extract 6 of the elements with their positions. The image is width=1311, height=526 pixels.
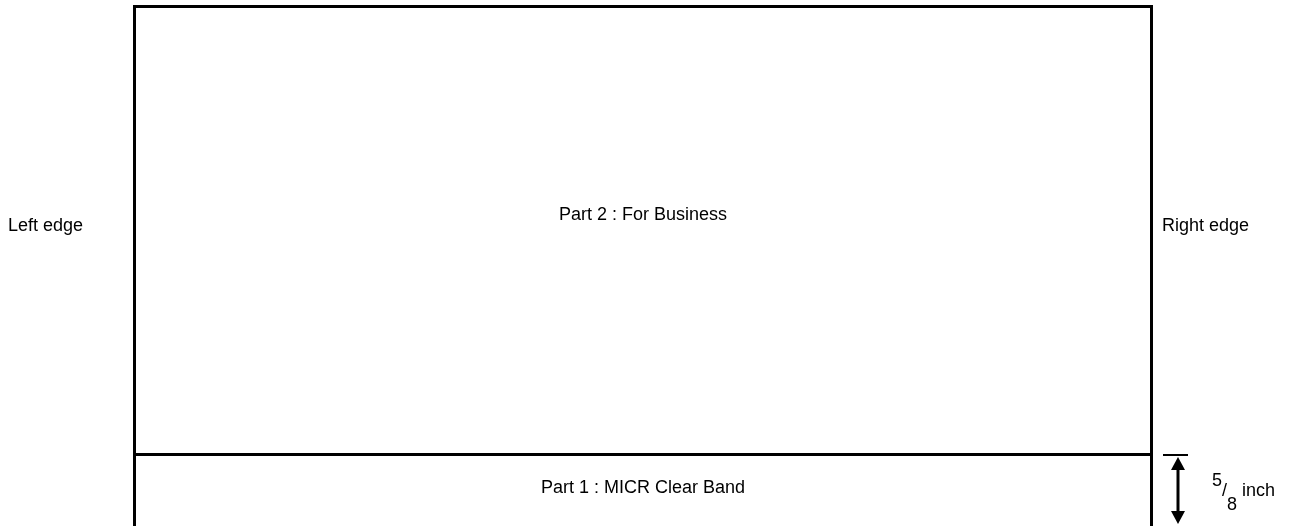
side-label: Left edge — [8, 215, 84, 236]
band-label: Part 1 : MICR Clear Band — [540, 477, 746, 498]
band-box — [133, 453, 1153, 526]
band-box — [133, 5, 1153, 456]
side-label: Right edge — [1162, 215, 1250, 236]
band-label: Part 2 : For Business — [558, 204, 728, 225]
